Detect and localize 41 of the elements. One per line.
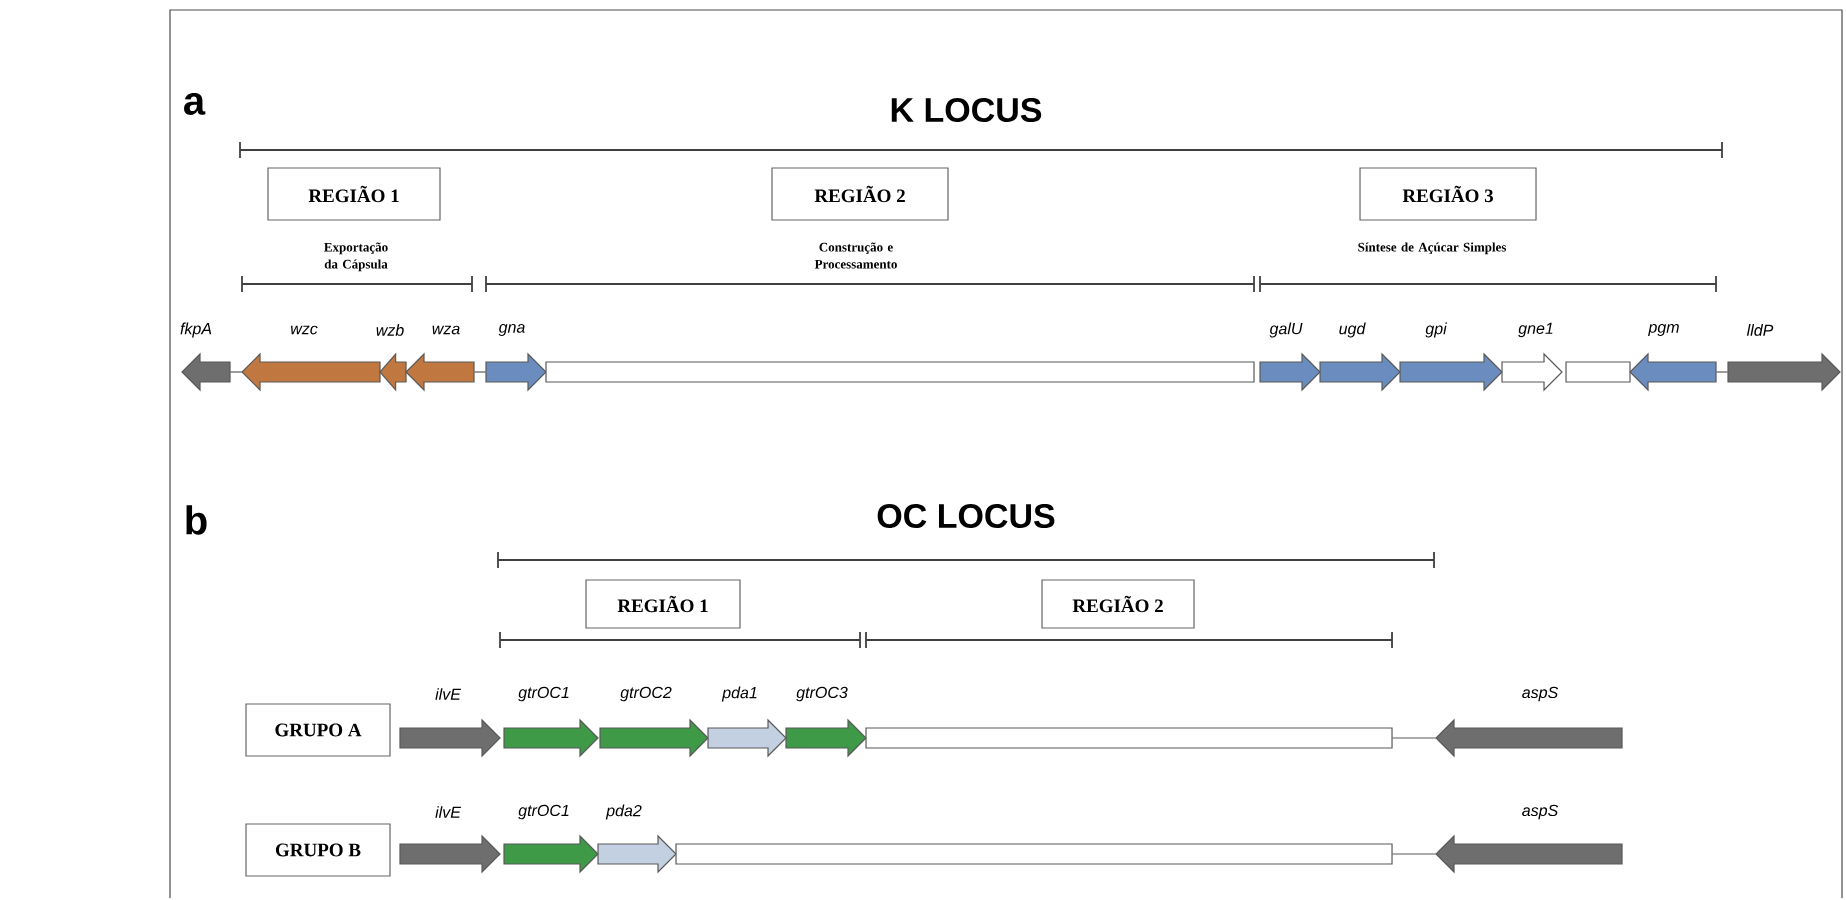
gene-label: pda1: [721, 686, 757, 702]
gene-box: [1565, 361, 1631, 383]
connector-line: [1715, 371, 1729, 373]
locus-title: K LOCUS: [891, 97, 1042, 123]
gene-label: gna: [498, 324, 525, 336]
gene-label: ugd: [1339, 322, 1366, 338]
gene-label: ilvE: [435, 688, 462, 700]
gene-label: fkpA: [180, 322, 212, 338]
gene-box: [865, 727, 1393, 749]
gene-label: gtrOC1: [518, 686, 569, 702]
gene-label: gpi: [1425, 322, 1448, 338]
region-box: REGIÃO 2: [771, 167, 949, 221]
connector-line: [473, 371, 487, 373]
gene-label: wza: [432, 325, 460, 335]
gene-label: aspS: [1522, 804, 1559, 820]
gene-label: galU: [1269, 322, 1303, 338]
gene-label: gtrOC2: [620, 686, 672, 702]
gene-label: gtrOC3: [796, 686, 848, 702]
panel-letter: b: [186, 505, 207, 535]
gene-label: gtrOC1: [518, 804, 569, 820]
gene-label: pda2: [605, 804, 642, 820]
region-box: REGIÃO 1: [267, 167, 441, 221]
group-box: GRUPO A: [245, 703, 391, 757]
gene-label: ilvE: [435, 806, 462, 818]
region-box: REGIÃO 1: [585, 579, 741, 629]
gene-label: aspS: [1522, 686, 1559, 702]
gene-box: [675, 843, 1393, 865]
gene-box: [545, 361, 1255, 383]
connector-line: [1391, 853, 1437, 855]
panel-letter: a: [184, 93, 206, 115]
group-box: GRUPO B: [245, 823, 391, 877]
gene-label: lldP: [1746, 324, 1774, 336]
gene-label: wzc: [291, 325, 318, 335]
gene-label: gne1: [1518, 322, 1553, 338]
region-box: REGIÃO 3: [1359, 167, 1537, 221]
gene-label: wzb: [376, 324, 404, 336]
connector-line: [1391, 737, 1437, 739]
gene-label: pgm: [1648, 324, 1679, 336]
region-box: REGIÃO 2: [1041, 579, 1195, 629]
connector-line: [229, 371, 243, 373]
locus-title: OC LOCUS: [877, 503, 1055, 529]
